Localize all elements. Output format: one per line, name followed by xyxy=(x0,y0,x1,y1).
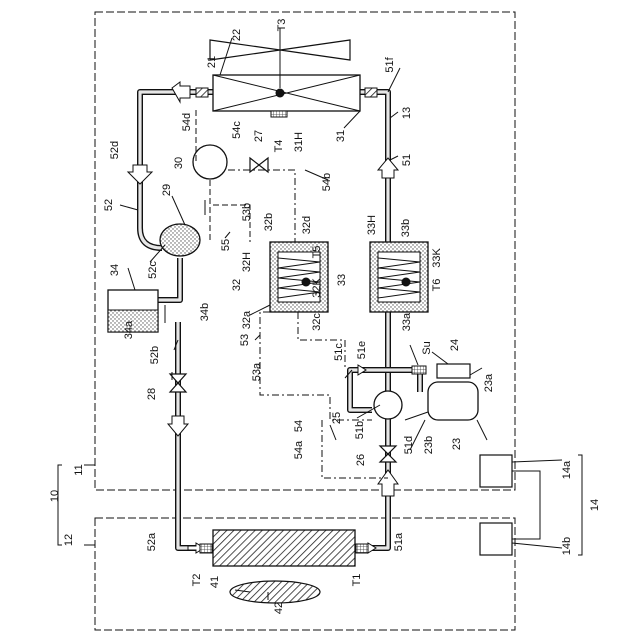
flow-arrows xyxy=(128,82,398,553)
label-t3: T3 xyxy=(276,19,288,32)
label-51d: 51d xyxy=(403,436,415,454)
label-28: 28 xyxy=(146,388,158,400)
label-53a: 53a xyxy=(251,362,263,381)
label-33: 33 xyxy=(336,274,348,286)
label-54b: 54b xyxy=(321,173,333,191)
sensor-t2 xyxy=(200,544,212,553)
label-33b: 33b xyxy=(400,219,412,237)
label-51b: 51b xyxy=(354,421,366,439)
component-24 xyxy=(437,364,470,378)
label-54a: 54a xyxy=(293,440,305,459)
label-52b: 52b xyxy=(149,346,161,364)
label-51: 51 xyxy=(401,154,413,166)
sensor-t4 xyxy=(271,111,287,117)
label-21: 21 xyxy=(206,56,218,68)
compressor-23 xyxy=(428,382,478,420)
label-52c: 52c xyxy=(147,261,159,279)
heat-exchanger-41 xyxy=(213,530,355,566)
sensor-t5 xyxy=(302,278,311,287)
label-34a: 34a xyxy=(123,320,135,339)
label-33k: 33K xyxy=(431,248,443,268)
label-42: 42 xyxy=(273,602,285,614)
label-27: 27 xyxy=(253,130,265,142)
label-34: 34 xyxy=(109,264,121,276)
label-14b: 14b xyxy=(561,537,573,555)
label-51a: 51a xyxy=(393,532,405,551)
label-t6: T6 xyxy=(431,279,443,292)
label-10: 10 xyxy=(49,490,61,502)
signal-line-54 xyxy=(228,170,295,242)
label-32: 32 xyxy=(231,279,243,291)
label-14a: 14a xyxy=(561,460,573,479)
label-31h: 31H xyxy=(293,132,305,152)
valve-26 xyxy=(380,446,396,462)
label-52: 52 xyxy=(103,199,115,211)
sensor-t1 xyxy=(356,544,368,553)
sensor-t6 xyxy=(402,278,411,287)
label-t1: T1 xyxy=(351,574,363,587)
bracket-10 xyxy=(58,465,62,545)
label-su: Su xyxy=(421,341,433,354)
label-55: 55 xyxy=(220,239,232,251)
receiver-30 xyxy=(193,145,227,179)
label-32c: 32c xyxy=(311,313,323,331)
controller-14b xyxy=(480,523,512,555)
label-32h: 32H xyxy=(241,252,253,272)
label-51c: 51c xyxy=(333,343,345,361)
label-23a: 23a xyxy=(483,373,495,392)
label-25: 25 xyxy=(331,412,343,424)
label-22: 22 xyxy=(231,29,243,41)
label-24: 24 xyxy=(449,339,461,351)
label-t5: T5 xyxy=(311,246,323,259)
label-29: 29 xyxy=(161,184,173,196)
label-t4: T4 xyxy=(273,140,285,153)
label-52d: 52d xyxy=(109,141,121,159)
bracket-14 xyxy=(578,455,582,555)
controller-14a xyxy=(480,455,512,487)
label-54c: 54c xyxy=(231,121,243,139)
label-31: 31 xyxy=(335,130,347,142)
label-32a: 32a xyxy=(241,310,253,329)
label-14: 14 xyxy=(589,499,601,511)
label-51f: 51f xyxy=(384,56,396,72)
label-30: 30 xyxy=(173,157,185,169)
label-23: 23 xyxy=(451,438,463,450)
label-26: 26 xyxy=(355,454,367,466)
fan-42 xyxy=(230,581,320,603)
label-13: 13 xyxy=(401,107,413,119)
label-t2: T2 xyxy=(191,574,203,587)
label-33a: 33a xyxy=(401,312,413,331)
label-53b: 53b xyxy=(241,203,253,221)
label-32d: 32d xyxy=(301,216,313,234)
sensor-su xyxy=(412,366,426,374)
label-12: 12 xyxy=(63,534,75,546)
label-52a: 52a xyxy=(146,532,158,551)
compressor-29 xyxy=(160,224,200,256)
label-32k: 32K xyxy=(311,278,323,298)
label-11: 11 xyxy=(73,464,85,475)
label-54d: 54d xyxy=(181,113,193,131)
label-51e: 51e xyxy=(356,341,368,359)
label-33h: 33H xyxy=(366,215,378,235)
label-41: 41 xyxy=(209,576,221,588)
label-34b: 34b xyxy=(199,303,211,321)
label-54: 54 xyxy=(293,420,305,432)
label-23b: 23b xyxy=(423,436,435,454)
label-32b: 32b xyxy=(263,213,275,231)
label-53: 53 xyxy=(239,334,251,346)
sensor-t3 xyxy=(276,89,285,98)
valve-25 xyxy=(374,391,402,419)
